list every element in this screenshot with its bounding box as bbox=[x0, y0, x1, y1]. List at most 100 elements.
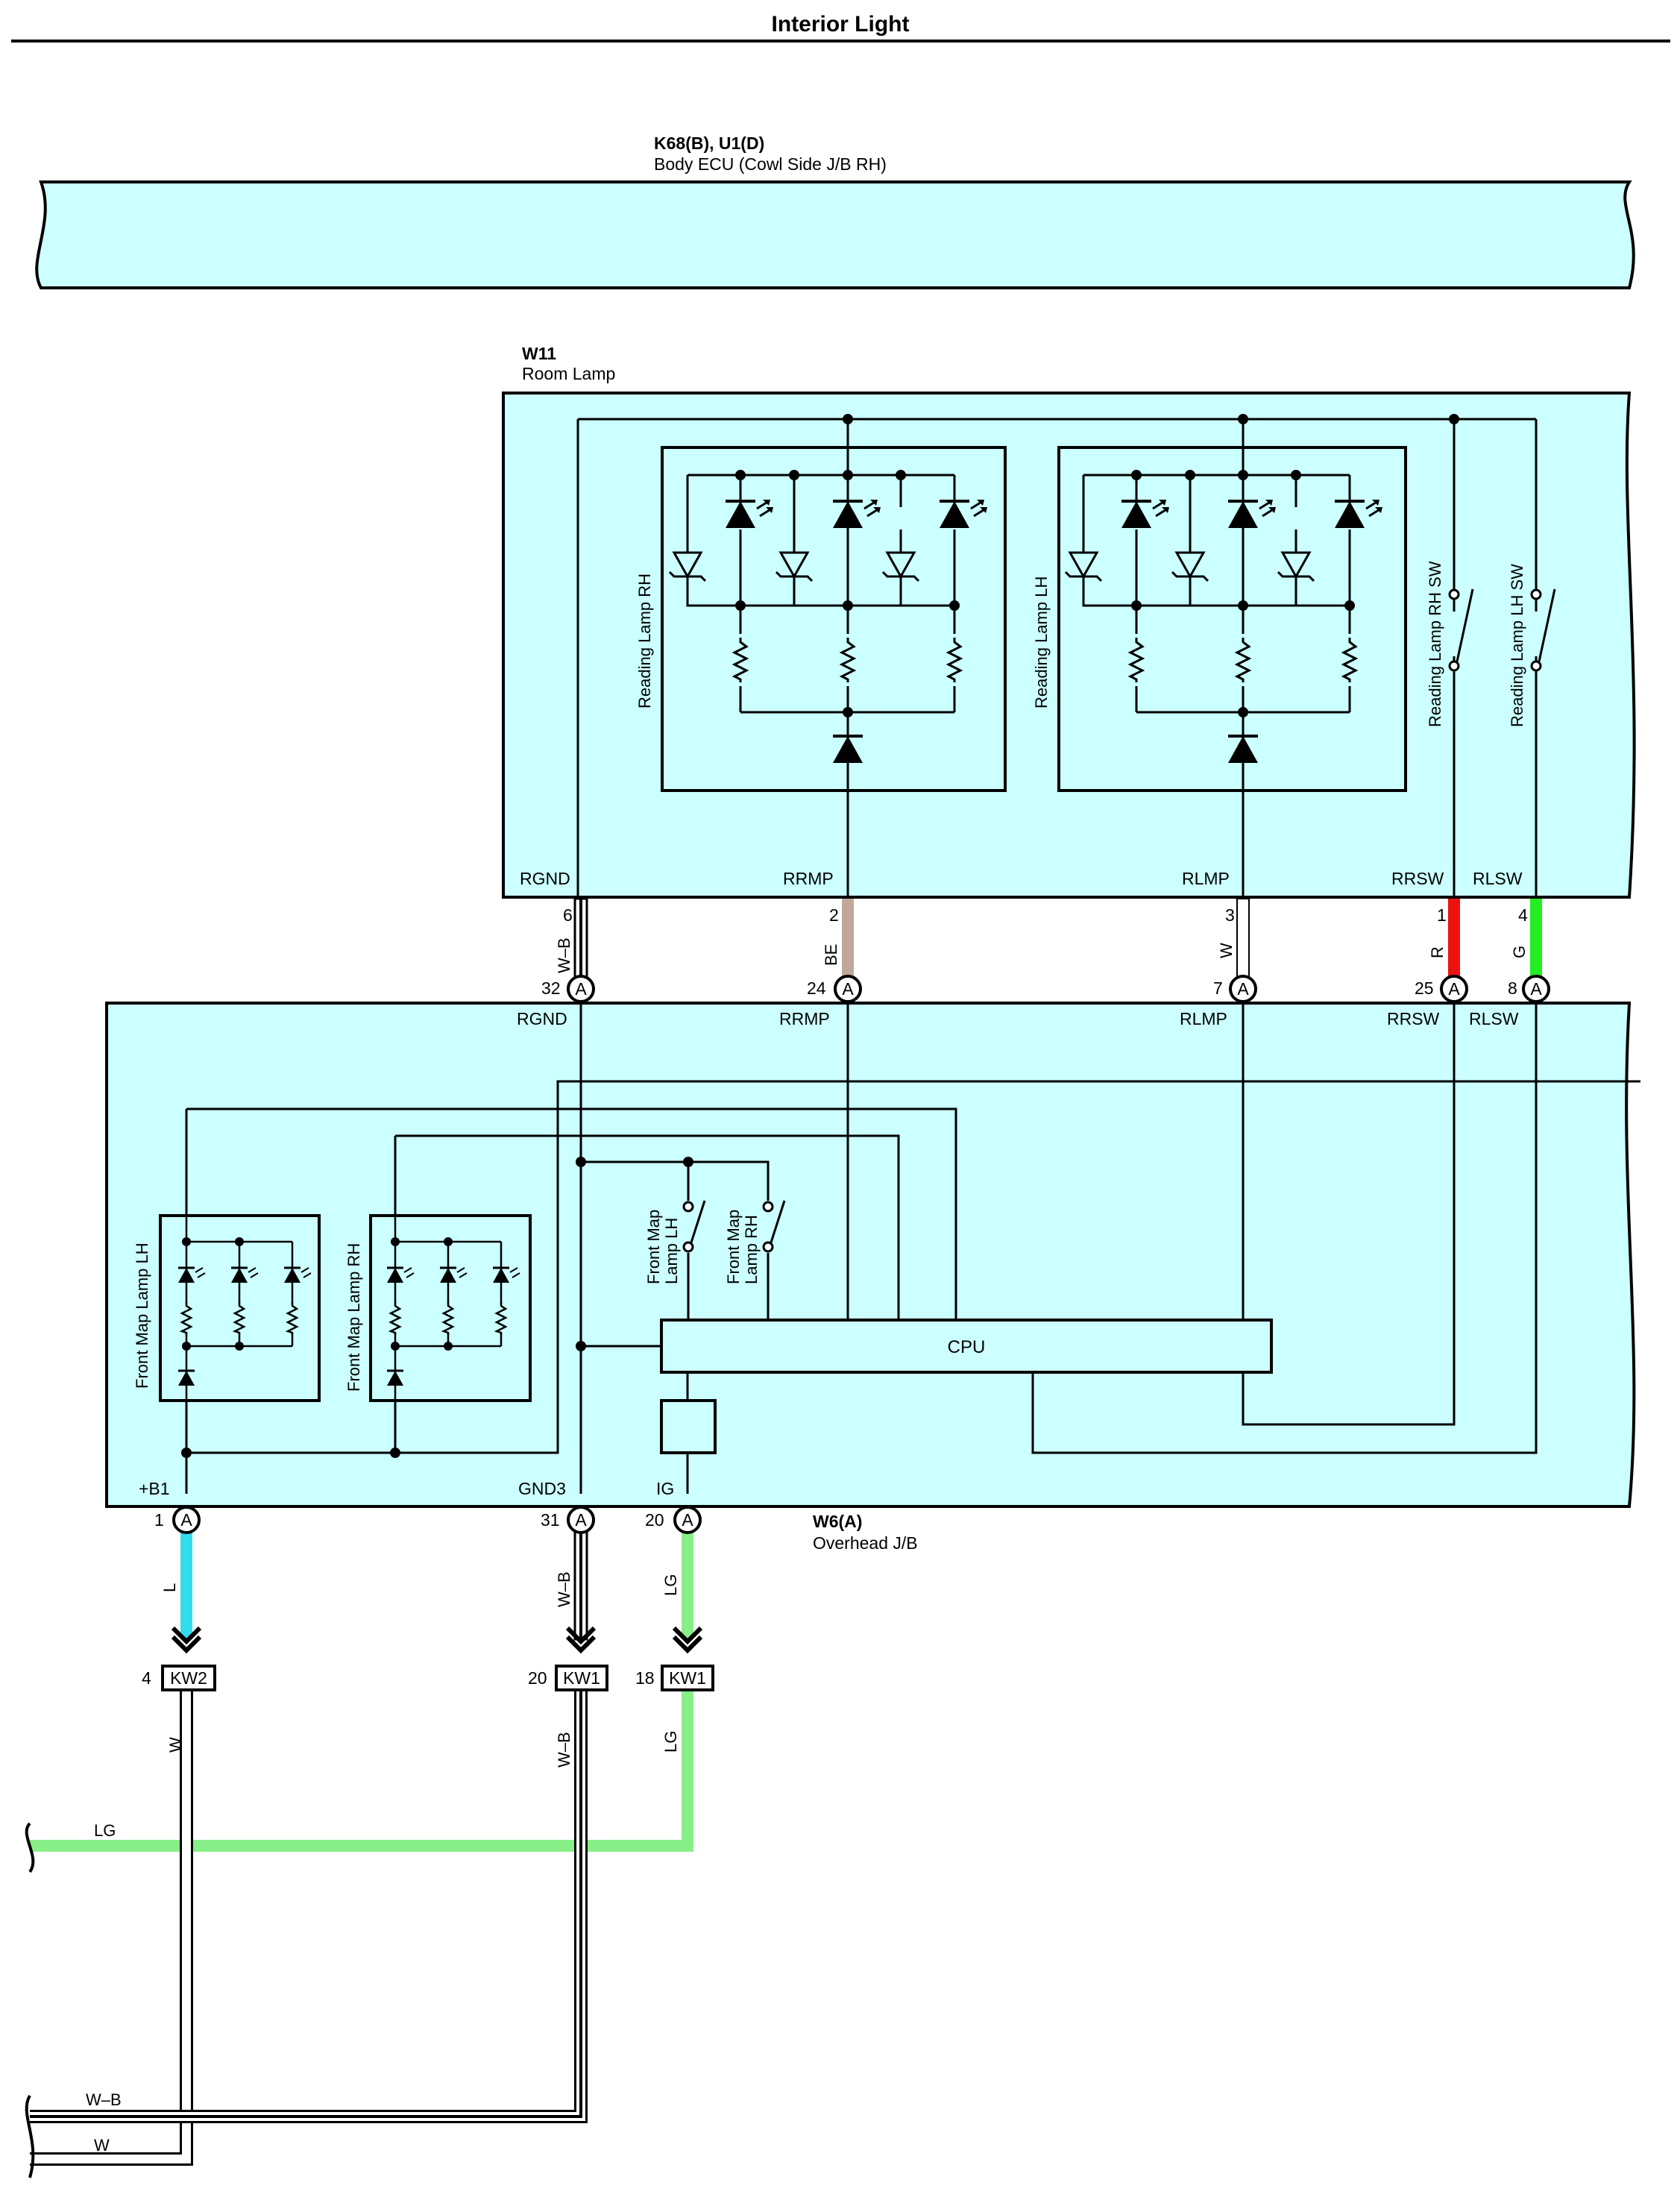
conn-a-25: A bbox=[1448, 979, 1460, 999]
w11-pin3: 3 bbox=[1225, 905, 1235, 925]
wire-g-label: G bbox=[1510, 946, 1529, 958]
jb-pin20: 20 bbox=[645, 1510, 664, 1530]
wire-w11-rlsw bbox=[1530, 899, 1542, 979]
jb-pin31: 31 bbox=[541, 1510, 560, 1530]
body-ecu-code: K68(B), U1(D) bbox=[654, 133, 764, 153]
junction-kw2: KW2 bbox=[161, 1665, 216, 1691]
jb-ig-label: IG bbox=[656, 1479, 674, 1498]
jb-rgnd-label: RGND bbox=[517, 1009, 567, 1028]
kw1-label-b: KW1 bbox=[669, 1668, 706, 1688]
w11-rrmp-label: RRMP bbox=[783, 869, 834, 888]
overhead-jb-name: Overhead J/B bbox=[813, 1533, 918, 1553]
kw1-pin20: 20 bbox=[528, 1668, 547, 1688]
kw2-pin4: 4 bbox=[142, 1668, 151, 1688]
front-map-lh-switch-label-1: Front Map bbox=[644, 1210, 663, 1284]
w11-pin1: 1 bbox=[1437, 905, 1447, 925]
conn-a-8: A bbox=[1530, 979, 1542, 999]
reading-rh-switch-label: Reading Lamp RH SW bbox=[1426, 561, 1444, 727]
conn-a-20: A bbox=[682, 1510, 693, 1530]
jb-pin7: 7 bbox=[1213, 978, 1223, 998]
wire-lg-bus bbox=[30, 1691, 693, 1852]
front-map-lh-switch-icon bbox=[682, 1200, 706, 1253]
chevron-arrows bbox=[171, 1626, 703, 1654]
front-map-lh-switch-label-2: Lamp LH bbox=[662, 1218, 681, 1284]
wire-gnd3-wb bbox=[573, 1518, 588, 1641]
reading-lamp-rh-label: Reading Lamp RH bbox=[635, 574, 654, 708]
jb-top-connectors: A A A A A bbox=[567, 975, 1550, 1003]
wire-w11-rlmp bbox=[1236, 898, 1250, 980]
conn-a-32: A bbox=[575, 979, 587, 999]
kw2-label: KW2 bbox=[170, 1668, 207, 1688]
front-map-lamp-rh-label: Front Map Lamp RH bbox=[345, 1243, 363, 1392]
w11-pin2: 2 bbox=[829, 905, 839, 925]
w11-pin6: 6 bbox=[563, 905, 573, 925]
conn-a-1: A bbox=[180, 1510, 192, 1530]
jb-pin1: 1 bbox=[154, 1510, 164, 1530]
jb-rrsw-label: RRSW bbox=[1387, 1009, 1440, 1028]
front-map-rh-switch-icon bbox=[762, 1200, 786, 1253]
front-map-lamp-rh-module: Front Map Lamp RH bbox=[345, 1214, 532, 1402]
jb-rrmp-label: RRMP bbox=[779, 1009, 830, 1028]
jb-pin24: 24 bbox=[807, 978, 826, 998]
room-lamp-name: Room Lamp bbox=[522, 364, 615, 383]
page-title: Interior Light bbox=[772, 12, 910, 37]
jb-rlsw-label: RLSW bbox=[1469, 1009, 1519, 1028]
jb-b1-label: +B1 bbox=[139, 1479, 170, 1498]
jb-pin25: 25 bbox=[1415, 978, 1434, 998]
front-map-rh-switch-label-2: Lamp RH bbox=[742, 1215, 761, 1284]
overhead-jb-junctions bbox=[181, 1157, 693, 1458]
reading-lamp-lh-module: Reading Lamp LH bbox=[1032, 446, 1407, 792]
overhead-jb-box bbox=[105, 1002, 1636, 1508]
jb-gnd3-label: GND3 bbox=[518, 1479, 566, 1498]
kw1-pin18: 18 bbox=[635, 1668, 655, 1688]
w11-rrsw-label: RRSW bbox=[1391, 869, 1444, 888]
conn-a-7: A bbox=[1237, 979, 1249, 999]
wire-be-label: BE bbox=[822, 944, 840, 966]
wire-wb-label-2: W–B bbox=[555, 1571, 573, 1607]
room-lamp-code: W11 bbox=[522, 344, 556, 363]
wire-b1-l bbox=[180, 1520, 192, 1639]
jb-pin32: 32 bbox=[541, 978, 561, 998]
body-ecu-box bbox=[35, 180, 1635, 289]
reading-lamp-rh-module: Reading Lamp RH bbox=[635, 446, 1007, 792]
wire-w11-rrmp bbox=[842, 899, 854, 979]
wire-lg-label-2: LG bbox=[94, 1821, 116, 1840]
reading-lh-switch-label: Reading Lamp LH SW bbox=[1508, 564, 1526, 727]
lg-wire-break-icon bbox=[25, 1822, 35, 1873]
front-map-rh-switch-label-1: Front Map bbox=[724, 1210, 743, 1284]
wire-wb-label-1: W–B bbox=[555, 937, 573, 973]
wire-w-label-3: W bbox=[94, 2136, 110, 2155]
jb-rlmp-label: RLMP bbox=[1180, 1009, 1227, 1028]
conn-a-24: A bbox=[842, 979, 854, 999]
conn-a-31: A bbox=[575, 1510, 587, 1530]
wire-wb-label-3: W–B bbox=[555, 1732, 573, 1767]
w11-rlsw-label: RLSW bbox=[1473, 869, 1523, 888]
wire-l-label: L bbox=[160, 1583, 179, 1592]
wire-w11-rgnd bbox=[573, 897, 588, 981]
cpu-label: CPU bbox=[948, 1337, 986, 1357]
w11-pin4: 4 bbox=[1518, 905, 1528, 925]
jb-bottom-connectors: A A A bbox=[172, 1506, 702, 1534]
cpu-block bbox=[660, 1319, 1273, 1374]
wire-wb-label-4: W–B bbox=[86, 2090, 122, 2109]
body-ecu-name: Body ECU (Cowl Side J/B RH) bbox=[654, 154, 887, 174]
overhead-jb-code: W6(A) bbox=[813, 1512, 862, 1531]
wire-w-from-kw2 bbox=[30, 1691, 193, 2166]
wire-w-label-1: W bbox=[1217, 943, 1236, 958]
w11-rgnd-label: RGND bbox=[520, 869, 570, 888]
wire-w-label-2: W bbox=[166, 1737, 185, 1753]
wire-ig-lg bbox=[682, 1520, 693, 1639]
wire-r-label: R bbox=[1428, 946, 1447, 958]
wire-w11-rrsw bbox=[1448, 899, 1460, 979]
front-map-lamp-lh-module: Front Map Lamp LH bbox=[133, 1214, 321, 1402]
jb-pin8: 8 bbox=[1508, 978, 1517, 998]
junction-kw1-b: KW1 bbox=[661, 1665, 714, 1691]
reading-lamp-lh-label: Reading Lamp LH bbox=[1032, 576, 1051, 708]
junction-kw1-a: KW1 bbox=[555, 1665, 608, 1691]
bottom-wire-break-icon bbox=[25, 2094, 35, 2178]
front-map-lamp-lh-label: Front Map Lamp LH bbox=[133, 1242, 151, 1389]
wire-lg-label-1: LG bbox=[661, 1574, 680, 1596]
w11-rlmp-label: RLMP bbox=[1182, 869, 1230, 888]
reading-lh-switch-icon bbox=[1530, 588, 1556, 672]
wire-lg-label-3: LG bbox=[661, 1731, 680, 1753]
